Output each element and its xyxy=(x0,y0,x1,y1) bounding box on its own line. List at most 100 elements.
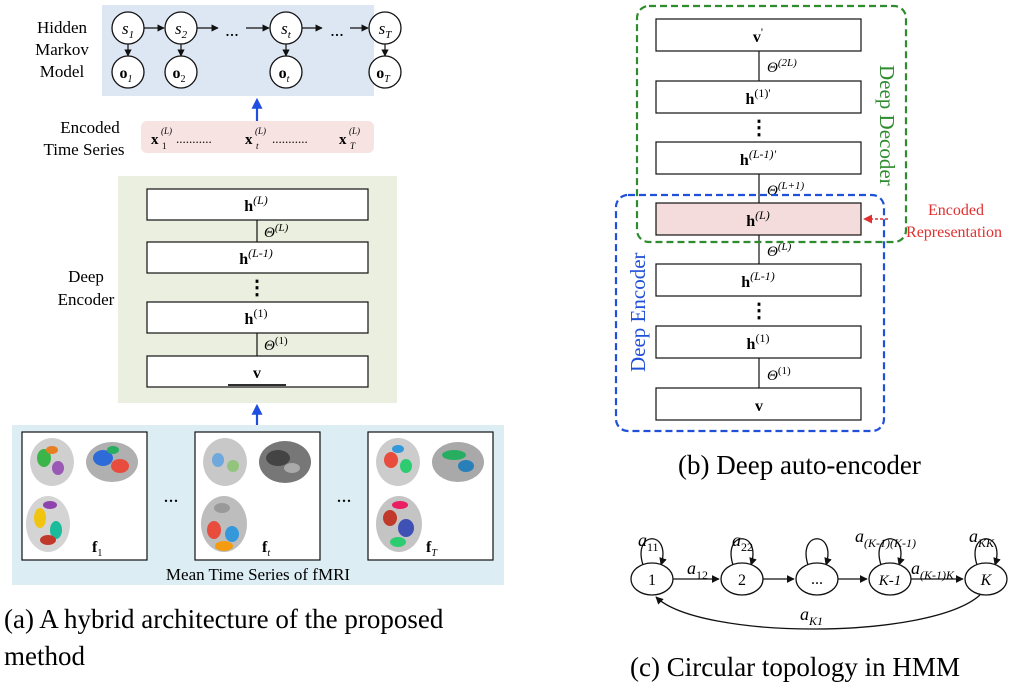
hmm-obs-2: o2 xyxy=(164,55,198,89)
hmm-label-line1: Hidden xyxy=(37,18,88,37)
fmri-ellipsis-1: ... xyxy=(164,485,179,507)
self-loop-5 xyxy=(974,538,1001,566)
svg-text:1: 1 xyxy=(162,141,167,151)
enc-vdots: ⋮ xyxy=(247,277,267,299)
encoded-xT: x (L) T xyxy=(339,126,360,151)
b-theta-1: Θ(1) xyxy=(767,365,791,384)
svg-text:(L): (L) xyxy=(161,126,172,136)
fmri-ellipsis-2: ... xyxy=(337,485,352,507)
b-vdots-bottom: ⋮ xyxy=(749,300,769,322)
svg-text:v: v xyxy=(253,365,261,382)
brain-thumbnails-t xyxy=(201,438,311,552)
b-theta-L: Θ(L) xyxy=(767,241,792,260)
b-theta-L+1: Θ(L+1) xyxy=(767,180,805,199)
svg-text:h(L): h(L) xyxy=(244,193,268,215)
label-a12: a12 xyxy=(687,558,708,582)
enc-layer-hL-1: h(L-1) xyxy=(146,241,369,274)
b-layer-hL-1: h(L-1) xyxy=(655,263,862,297)
fmri-caption: Mean Time Series of fMRI xyxy=(166,565,351,584)
svg-text:2: 2 xyxy=(738,572,746,589)
hmm-obs-T: oT xyxy=(368,55,402,89)
svg-text:(L): (L) xyxy=(255,126,266,136)
svg-text:o2: o2 xyxy=(173,65,186,85)
deep-decoder-label: Deep Decoder xyxy=(875,65,899,186)
hmm-obs-t: ot xyxy=(269,55,303,89)
encoded-ts-box xyxy=(141,121,374,153)
b-layer-v-prime: v' xyxy=(655,18,862,52)
fmri-label-ft: ft xyxy=(262,539,270,559)
svg-text:t: t xyxy=(256,141,259,151)
deep-encoder-vlabel: Deep Encoder xyxy=(626,252,650,372)
svg-text:ot: ot xyxy=(279,65,290,85)
deep-encoder-label-line1: Deep xyxy=(68,267,104,286)
encoded-rep-label-line1: Encoded xyxy=(928,202,984,219)
caption-a-line2: method xyxy=(4,641,85,671)
b-layer-h1-prime: h(1)' xyxy=(655,80,862,114)
hmm-label-line2: Markov xyxy=(35,40,89,59)
hmm-node-K: K xyxy=(964,562,1008,596)
encoded-ts-label-line2: Time Series xyxy=(43,140,124,159)
fmri-label-fT: fT xyxy=(426,539,438,559)
enc-theta-L: Θ(L) xyxy=(264,222,289,241)
panel-a: Hidden Markov Model s1 s2 st sT ... ... xyxy=(4,5,504,671)
b-theta-2L: Θ(2L) xyxy=(767,57,797,76)
b-layer-hL-1-prime: h(L-1)' xyxy=(655,141,862,175)
hmm-node-K-1: K-1 xyxy=(868,562,912,596)
label-a22: a22 xyxy=(732,530,753,554)
svg-text:h(L-1): h(L-1) xyxy=(741,269,775,291)
fmri-label-f1: f1 xyxy=(92,539,102,559)
svg-text:1: 1 xyxy=(648,572,656,589)
caption-c: (c) Circular topology in HMM xyxy=(630,652,960,682)
edge-K-1-return xyxy=(655,594,981,630)
hmm-node-2: 2 xyxy=(720,562,764,596)
encoded-x1: x (L) 1 xyxy=(151,126,172,151)
label-aK-1K: a(K-1)K xyxy=(911,558,955,582)
svg-text:h(1)': h(1)' xyxy=(745,86,770,108)
encoded-dots-1: ........... xyxy=(176,131,212,146)
deep-decoder-border xyxy=(635,4,908,244)
panel-b: v' Θ(2L) h(1)' ⋮ h(L-1)' Θ(L+1) h(L) Θ(L… xyxy=(614,4,1002,480)
svg-text:oT: oT xyxy=(376,65,391,85)
svg-text:h(L-1)': h(L-1)' xyxy=(740,147,777,169)
svg-text:h(1): h(1) xyxy=(245,306,268,328)
hmm-ellipsis-2: ... xyxy=(330,20,344,40)
svg-text:h(1): h(1) xyxy=(747,331,770,353)
enc-layer-v: v xyxy=(146,355,369,388)
hmm-state-2: s2 xyxy=(164,11,198,45)
svg-text:v': v' xyxy=(753,25,763,46)
svg-text:h(L): h(L) xyxy=(746,208,770,230)
brain-thumbnails-T xyxy=(376,438,484,552)
label-aK-1K-1: a(K-1)(K-1) xyxy=(855,526,916,550)
svg-text:T: T xyxy=(350,141,356,151)
hmm-label-line3: Model xyxy=(40,62,85,81)
label-aKK: aKK xyxy=(969,526,995,550)
svg-text:K: K xyxy=(980,572,993,589)
self-loop-2 xyxy=(730,538,757,566)
hmm-obs-1: o1 xyxy=(111,55,145,89)
b-vdots-top: ⋮ xyxy=(749,117,769,139)
deep-encoder-label-line2: Encoder xyxy=(58,290,115,309)
b-layer-hL-encoded: h(L) xyxy=(655,202,862,236)
self-loop-1 xyxy=(640,538,667,566)
svg-text:v: v xyxy=(755,398,763,415)
deep-encoder-border xyxy=(614,193,886,433)
hmm-state-t: st xyxy=(269,11,303,45)
hmm-node-dots: ... xyxy=(795,562,839,596)
caption-b: (b) Deep auto-encoder xyxy=(678,450,921,480)
brain-thumbnails-1 xyxy=(26,438,138,552)
b-layer-v: v xyxy=(655,387,862,421)
svg-text:x: x xyxy=(151,132,159,148)
enc-layer-h1: h(1) xyxy=(146,301,369,334)
enc-layer-hL: h(L) xyxy=(146,188,369,221)
svg-text:K-1: K-1 xyxy=(878,573,902,589)
self-loop-3 xyxy=(805,538,832,566)
enc-theta-1: Θ(1) xyxy=(264,335,288,354)
svg-text:s1: s1 xyxy=(122,19,134,41)
svg-text:x: x xyxy=(339,132,347,148)
svg-text:o1: o1 xyxy=(120,65,133,85)
label-aK1: aK1 xyxy=(800,604,823,628)
svg-text:x: x xyxy=(245,132,253,148)
hmm-box xyxy=(102,5,374,96)
